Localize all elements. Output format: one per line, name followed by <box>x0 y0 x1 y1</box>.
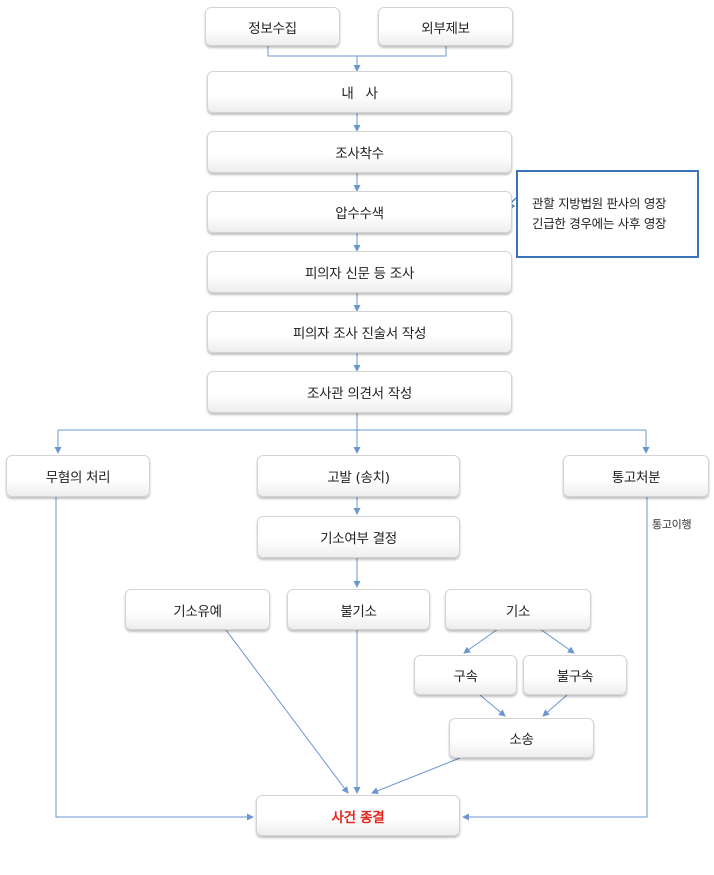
node-prosecution[interactable]: 기소 <box>445 589 591 630</box>
node-investigator-opinion[interactable]: 조사관 의견서 작성 <box>207 371 512 413</box>
connector-nondetention-to-lawsuit <box>542 694 568 717</box>
node-search-seizure[interactable]: 압수수색 <box>207 191 512 233</box>
node-suspect-statement[interactable]: 피의자 조사 진술서 작성 <box>207 311 512 353</box>
connector-info-merge <box>267 46 447 57</box>
connector-suspended-to-final <box>225 629 349 794</box>
connector-lawsuit-to-final <box>371 757 461 795</box>
node-suspect-interrogation[interactable]: 피의자 신문 등 조사 <box>207 251 512 293</box>
node-label: 기소 <box>505 603 531 620</box>
node-label: 소송 <box>509 732 534 748</box>
node-prosecution-decision[interactable]: 기소여부 결정 <box>257 516 460 558</box>
node-accusation[interactable]: 고발 (송치) <box>257 455 460 497</box>
node-label: 피의자 조사 진술서 작성 <box>292 326 427 342</box>
connector-prosecution-to-nondetention <box>539 628 575 654</box>
node-no-suspicion[interactable]: 무혐의 처리 <box>6 455 150 497</box>
node-non-prosecution[interactable]: 불기소 <box>287 589 430 630</box>
node-non-detention[interactable]: 불구속 <box>523 655 627 695</box>
node-label: 통고처분 <box>611 470 661 486</box>
node-label: 구속 <box>453 669 478 685</box>
node-internal-investigation[interactable]: 내 사 <box>207 71 512 113</box>
note-line-1: 관할 지방법원 판사의 영장 <box>532 196 667 211</box>
node-case-closed[interactable]: 사건 종결 <box>256 795 460 836</box>
node-label: 고발 (송치) <box>327 470 390 486</box>
note-line-2: 긴급한 경우에는 사후 영장 <box>532 216 667 231</box>
node-label: 정보수집 <box>248 20 297 37</box>
node-label: 불구속 <box>556 669 594 685</box>
node-notice-disposition[interactable]: 통고처분 <box>563 455 709 497</box>
edge-label-notice: 통고이행 <box>652 518 692 531</box>
node-label: 사건 종결 <box>331 809 385 826</box>
node-investigation-start[interactable]: 조사착수 <box>207 131 512 173</box>
node-lawsuit[interactable]: 소송 <box>449 718 594 758</box>
node-info-collection[interactable]: 정보수집 <box>205 7 340 46</box>
node-label: 압수수색 <box>335 206 384 222</box>
node-label: 내 사 <box>341 86 378 102</box>
connector-prosecution-to-detention <box>463 628 499 654</box>
node-label: 외부제보 <box>421 20 470 37</box>
warrant-note: 관할 지방법원 판사의 영장 긴급한 경우에는 사후 영장 <box>516 170 699 258</box>
node-label: 불기소 <box>340 603 377 620</box>
node-suspended-prosecution[interactable]: 기소유예 <box>125 589 270 630</box>
node-label: 무혐의 처리 <box>45 470 111 486</box>
node-external-report[interactable]: 외부제보 <box>378 7 513 46</box>
connector-no-suspicion-to-final <box>55 497 254 821</box>
connector-detention-to-lawsuit <box>479 694 506 717</box>
node-label: 기소여부 결정 <box>320 531 397 547</box>
node-label: 기소유예 <box>173 603 222 620</box>
node-label: 조사관 의견서 작성 <box>307 386 412 402</box>
node-detention[interactable]: 구속 <box>414 655 517 695</box>
node-label: 피의자 신문 등 조사 <box>305 266 414 282</box>
node-label: 조사착수 <box>335 146 384 162</box>
